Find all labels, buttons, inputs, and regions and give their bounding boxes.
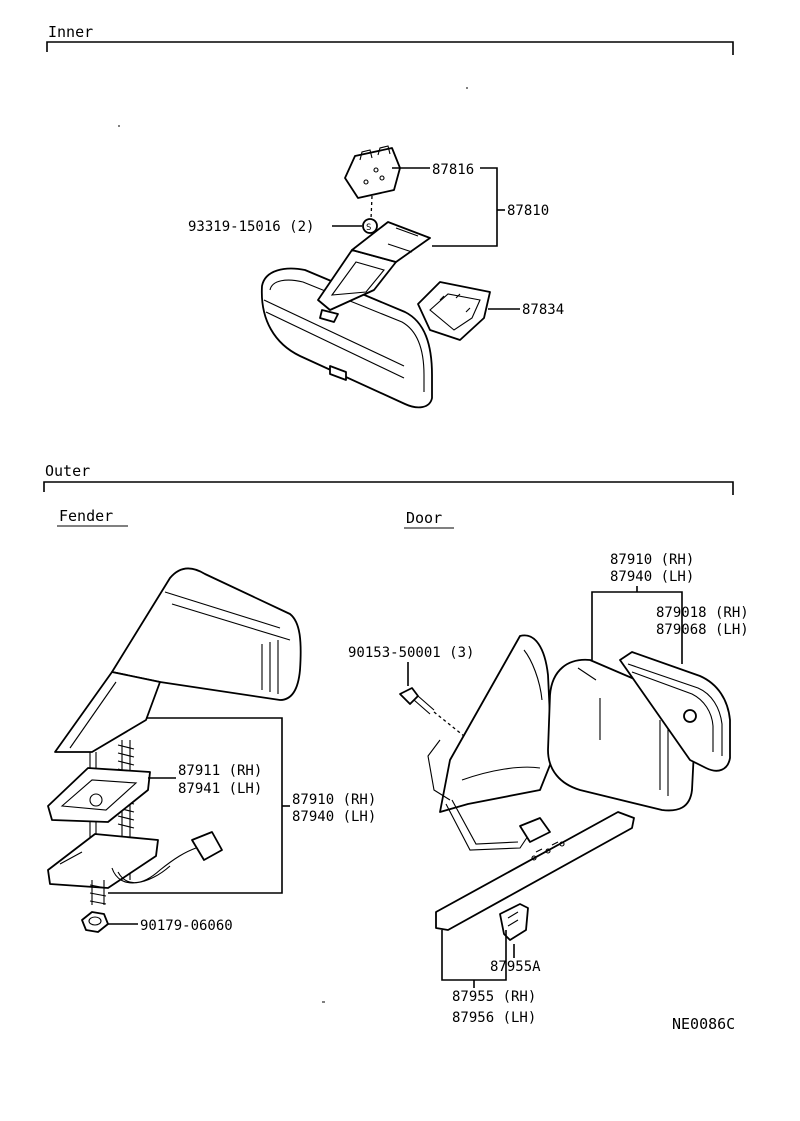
label-fender-base-rh: 87911 (RH) [178,763,262,779]
label-door-clip: 87955A [490,959,541,975]
inner-screw-drawing: S [362,195,378,234]
fender-mirror-drawing [47,567,302,933]
inner-cover-drawing [417,281,491,341]
diagram-code: NE0086C [672,1015,735,1033]
label-fender-mirror-rh: 87910 (RH) [292,792,376,808]
label-door-screw: 90153-50001 (3) [348,645,474,661]
label-door-mirror-lh: 87940 (LH) [610,569,694,585]
label-door-glass-rh: 879018 (RH) [656,605,749,621]
section-outer-bracket [43,481,734,495]
label-door-trim-lh: 87956 (LH) [452,1010,536,1026]
label-door-mirror-rh: 87910 (RH) [610,552,694,568]
section-inner-bracket [46,41,734,55]
label-screw-inner: 93319-15016 (2) [188,219,314,235]
door-mirror-drawing [399,634,731,941]
label-door-glass-lh: 879068 (LH) [656,622,749,638]
screw-marking: S [366,223,371,233]
scan-specks [118,87,468,1003]
label-mirror-inner-assy: 87810 [507,203,549,219]
label-cover-inner: 87834 [522,302,564,318]
label-fender-base-lh: 87941 (LH) [178,781,262,797]
subsection-fender-heading: Fender [59,507,113,525]
label-bracket: 87816 [432,162,474,178]
inner-mirror-drawing [261,221,433,409]
subsection-door-heading: Door [406,509,442,527]
label-door-trim-rh: 87955 (RH) [452,989,536,1005]
inner-bracket-drawing [344,145,401,199]
label-fender-mirror-lh: 87940 (LH) [292,809,376,825]
section-outer-heading: Outer [45,462,90,480]
section-inner-heading: Inner [48,23,93,41]
label-fender-nut: 90179-06060 [140,918,233,934]
